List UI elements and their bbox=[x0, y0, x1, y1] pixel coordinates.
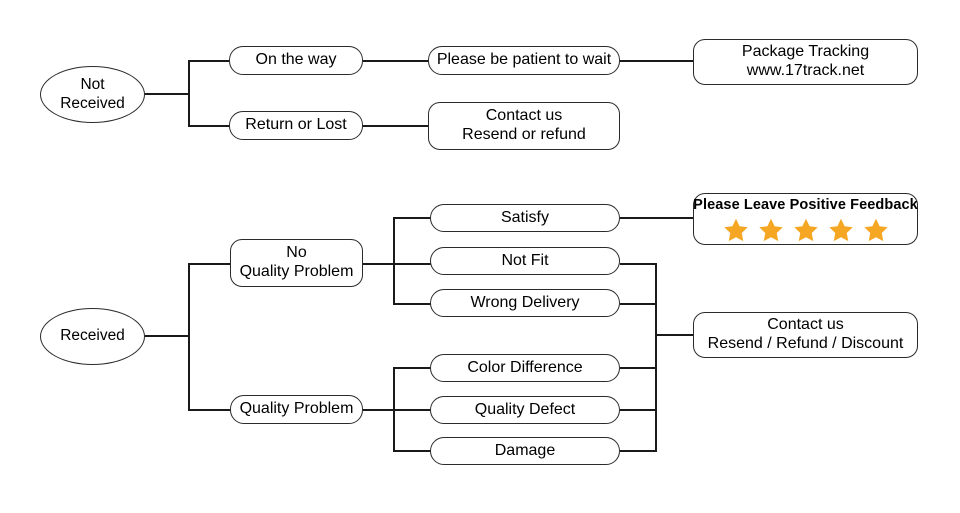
node-return-or-lost-label: Return or Lost bbox=[245, 116, 347, 134]
node-contact-us-resolution-label: Contact us Resend / Refund / Discount bbox=[707, 316, 904, 352]
connector-to-color-difference bbox=[393, 367, 431, 369]
node-quality-problem-label: Quality Problem bbox=[239, 400, 354, 418]
star-icon bbox=[863, 218, 888, 241]
star-rating[interactable] bbox=[723, 217, 889, 243]
node-not-received[interactable]: Not Received bbox=[40, 66, 145, 123]
node-color-difference-label: Color Difference bbox=[467, 358, 583, 376]
node-on-the-way-label: On the way bbox=[255, 51, 337, 69]
connector-to-satisfy bbox=[393, 217, 431, 219]
node-quality-problem[interactable]: Quality Problem bbox=[230, 395, 363, 424]
connector-received-split bbox=[188, 264, 190, 411]
node-quality-defect-label: Quality Defect bbox=[474, 400, 576, 418]
node-on-the-way[interactable]: On the way bbox=[229, 46, 363, 75]
connector-received-trunk bbox=[145, 335, 189, 337]
node-package-tracking[interactable]: Package Tracking www.17track.net bbox=[693, 39, 918, 85]
connector-to-no-quality-problem bbox=[188, 263, 231, 265]
star-icon bbox=[793, 218, 818, 241]
connector-to-quality-defect bbox=[393, 409, 431, 411]
node-not-fit[interactable]: Not Fit bbox=[430, 247, 620, 275]
node-positive-feedback[interactable]: Please Leave Positive Feedback bbox=[693, 193, 918, 245]
node-contact-us-resend-refund[interactable]: Contact us Resend or refund bbox=[428, 102, 620, 150]
connector-color-difference-merge bbox=[620, 367, 657, 369]
node-no-quality-problem-label: No Quality Problem bbox=[239, 244, 354, 280]
node-color-difference[interactable]: Color Difference bbox=[430, 354, 620, 382]
node-return-or-lost[interactable]: Return or Lost bbox=[229, 111, 363, 140]
connector-to-not-fit bbox=[393, 263, 431, 265]
connector-not-received-split bbox=[188, 61, 190, 127]
node-satisfy[interactable]: Satisfy bbox=[430, 204, 620, 232]
star-icon bbox=[758, 218, 783, 241]
connector-not-fit-merge bbox=[620, 263, 657, 265]
node-wrong-delivery-label: Wrong Delivery bbox=[470, 293, 580, 311]
node-please-be-patient-label: Please be patient to wait bbox=[436, 51, 612, 69]
node-received-label: Received bbox=[60, 327, 125, 345]
connector-to-on-the-way bbox=[188, 60, 230, 62]
node-please-be-patient[interactable]: Please be patient to wait bbox=[428, 46, 620, 75]
connector-to-wrong-delivery bbox=[393, 303, 431, 305]
connector-to-return-or-lost bbox=[188, 125, 230, 127]
node-wrong-delivery[interactable]: Wrong Delivery bbox=[430, 289, 620, 317]
connector-nqp-fan bbox=[393, 218, 395, 305]
connector-wait-to-tracking bbox=[620, 60, 694, 62]
feedback-label: Please Leave Positive Feedback bbox=[693, 197, 918, 214]
connector-merge-to-resolution bbox=[655, 334, 694, 336]
node-package-tracking-label: Package Tracking www.17track.net bbox=[741, 43, 870, 79]
node-no-quality-problem[interactable]: No Quality Problem bbox=[230, 239, 363, 287]
connector-to-quality-problem bbox=[188, 409, 231, 411]
connector-not-received-trunk bbox=[145, 93, 189, 95]
node-satisfy-label: Satisfy bbox=[500, 208, 549, 226]
connector-qp-to-fan bbox=[363, 409, 395, 411]
node-damage-label: Damage bbox=[494, 441, 556, 459]
connector-damage-merge bbox=[620, 450, 657, 452]
connector-satisfy-to-feedback bbox=[620, 217, 694, 219]
connector-wrong-delivery-merge bbox=[620, 303, 657, 305]
node-contact-us-resolution[interactable]: Contact us Resend / Refund / Discount bbox=[693, 312, 918, 358]
node-not-received-label: Not Received bbox=[60, 76, 125, 112]
connector-nqp-to-fan bbox=[363, 263, 395, 265]
node-not-fit-label: Not Fit bbox=[501, 251, 549, 269]
node-received[interactable]: Received bbox=[40, 308, 145, 365]
node-quality-defect[interactable]: Quality Defect bbox=[430, 396, 620, 424]
connector-quality-defect-merge bbox=[620, 409, 657, 411]
node-damage[interactable]: Damage bbox=[430, 437, 620, 465]
connector-to-damage bbox=[393, 450, 431, 452]
node-contact-us-resend-refund-label: Contact us Resend or refund bbox=[462, 107, 586, 143]
connector-return-to-contact bbox=[363, 125, 429, 127]
star-icon bbox=[723, 218, 748, 241]
connector-on-the-way-to-wait bbox=[363, 60, 429, 62]
connector-merge-bus bbox=[655, 263, 657, 452]
star-icon bbox=[828, 218, 853, 241]
